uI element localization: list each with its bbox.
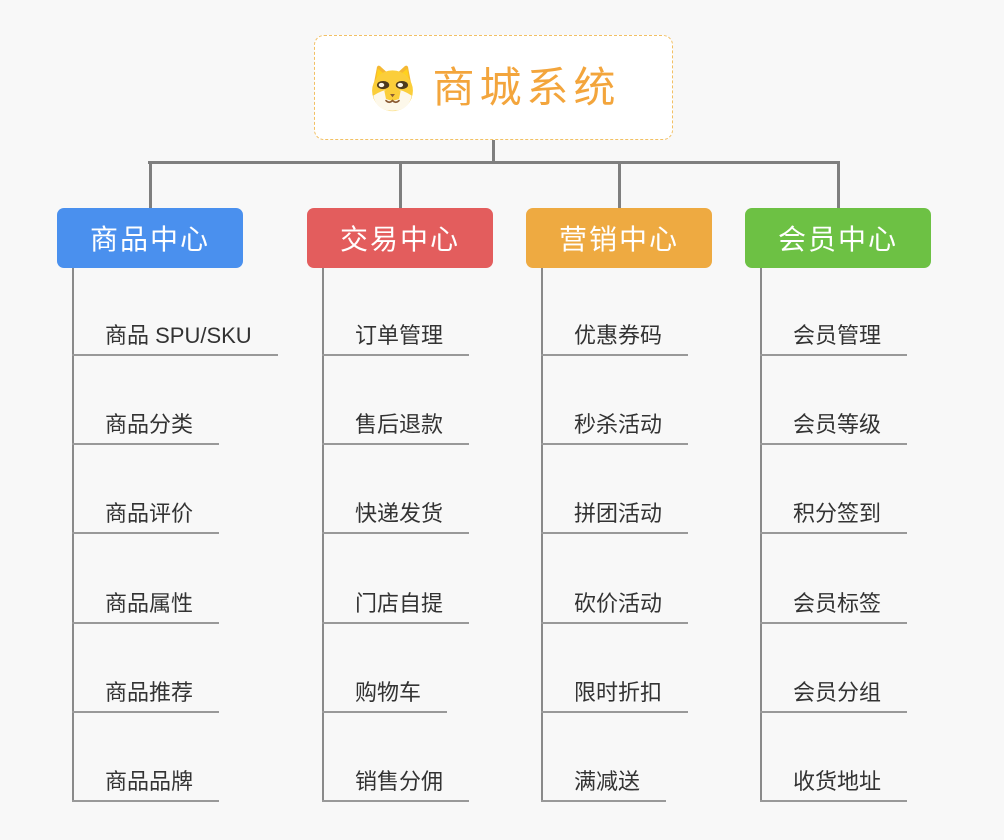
branch-spine-2 bbox=[541, 268, 543, 802]
branch-header-0[interactable]: 商品中心 bbox=[57, 208, 243, 268]
leaf-item[interactable]: 门店自提 bbox=[322, 586, 470, 624]
leaf-item[interactable]: 优惠券码 bbox=[541, 318, 689, 356]
connector-drop-3 bbox=[836, 161, 840, 209]
connector-drop-0 bbox=[148, 161, 152, 209]
leaf-item[interactable]: 商品分类 bbox=[72, 407, 220, 445]
leaf-item[interactable]: 商品推荐 bbox=[72, 675, 220, 713]
leaf-item[interactable]: 积分签到 bbox=[760, 496, 908, 534]
connector-drop-2 bbox=[617, 161, 621, 209]
leaf-item[interactable]: 销售分佣 bbox=[322, 764, 470, 802]
leaf-item[interactable]: 满减送 bbox=[541, 764, 667, 802]
leaf-item[interactable]: 商品 SPU/SKU bbox=[72, 318, 278, 356]
leaf-item[interactable]: 砍价活动 bbox=[541, 586, 689, 624]
root-node[interactable]: 商城系统 bbox=[314, 35, 673, 140]
branch-header-1[interactable]: 交易中心 bbox=[307, 208, 493, 268]
branch-header-2[interactable]: 营销中心 bbox=[526, 208, 712, 268]
dog-face-icon bbox=[366, 63, 419, 112]
root-title: 商城系统 bbox=[432, 63, 621, 111]
leaf-item[interactable]: 会员管理 bbox=[760, 318, 908, 356]
leaf-item[interactable]: 秒杀活动 bbox=[541, 407, 689, 445]
connector-root-stub bbox=[492, 140, 495, 163]
leaf-item[interactable]: 拼团活动 bbox=[541, 496, 689, 534]
leaf-item[interactable]: 商品属性 bbox=[72, 586, 220, 624]
branch-spine-3 bbox=[760, 268, 762, 802]
leaf-item[interactable]: 购物车 bbox=[322, 675, 448, 713]
leaf-item[interactable]: 会员标签 bbox=[760, 586, 908, 624]
leaf-item[interactable]: 限时折扣 bbox=[541, 675, 689, 713]
leaf-item[interactable]: 会员分组 bbox=[760, 675, 908, 713]
connector-drop-1 bbox=[398, 161, 402, 209]
leaf-item[interactable]: 商品品牌 bbox=[72, 764, 220, 802]
leaf-item[interactable]: 商品评价 bbox=[72, 496, 220, 534]
leaf-item[interactable]: 收货地址 bbox=[760, 764, 908, 802]
connector-bus bbox=[148, 161, 839, 164]
branch-header-3[interactable]: 会员中心 bbox=[745, 208, 931, 268]
branch-spine-1 bbox=[322, 268, 324, 802]
leaf-item[interactable]: 订单管理 bbox=[322, 318, 470, 356]
branch-spine-0 bbox=[72, 268, 74, 802]
leaf-item[interactable]: 快递发货 bbox=[322, 496, 470, 534]
leaf-item[interactable]: 售后退款 bbox=[322, 407, 470, 445]
leaf-item[interactable]: 会员等级 bbox=[760, 407, 908, 445]
